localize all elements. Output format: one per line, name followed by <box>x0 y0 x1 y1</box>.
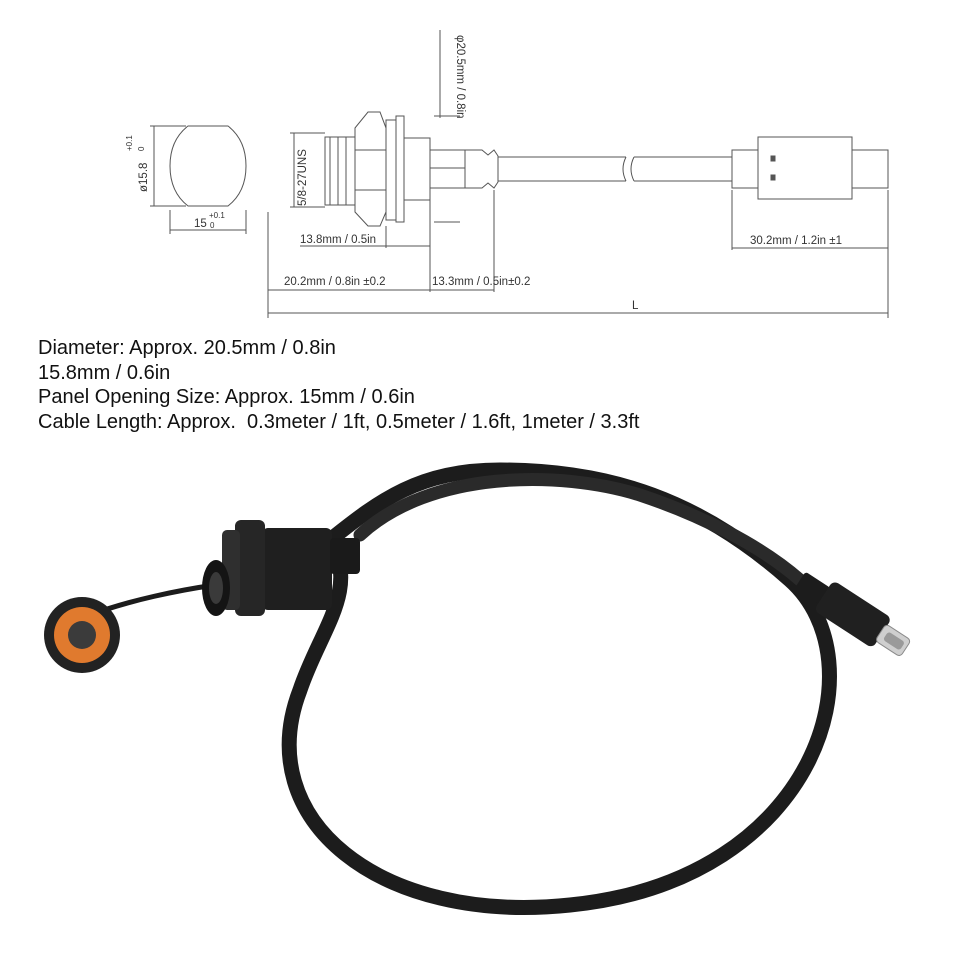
boot-length-label: 13.3mm / 0.5in±0.2 <box>432 276 530 288</box>
spec-panel-opening: Panel Opening Size: Approx. 15mm / 0.6in <box>38 386 415 408</box>
cap-flat-label: 15 <box>194 218 207 230</box>
plug-length-label: 30.2mm / 1.2in ±1 <box>750 235 842 247</box>
flange-diameter-label: φ20.5mm / 0.8in <box>454 35 466 119</box>
spec-cable-length: Cable Length: Approx. 0.3meter / 1ft, 0.… <box>38 410 640 433</box>
panel-connector-body <box>202 520 360 616</box>
cap-flat-tol-upper: +0.1 <box>209 211 225 220</box>
connector-side-view <box>267 30 889 318</box>
front-depth-label: 13.8mm / 0.5in <box>300 234 376 246</box>
cable <box>281 462 837 915</box>
thread-label: 5/8-27UNS <box>297 149 309 206</box>
cap-diameter-tol-lower: 0 <box>137 146 146 151</box>
spec-list: Diameter: Approx. 20.5mm / 0.8in 15.8mm … <box>38 336 639 434</box>
spec-diameter-secondary: 15.8mm / 0.6in <box>38 361 171 384</box>
cap-diameter-tol-upper: +0.1 <box>125 135 134 151</box>
usb-c-plug <box>795 572 911 656</box>
spec-diameter: Diameter: Approx. 20.5mm / 0.8in <box>38 337 336 359</box>
cap-diameter-label: ø15.8 <box>138 163 150 192</box>
dust-cap <box>44 597 120 673</box>
body-length-label: 20.2mm / 0.8in ±0.2 <box>284 276 386 288</box>
total-length-label: L <box>632 300 639 312</box>
cap-front-view <box>150 125 247 234</box>
cap-flat-tol-lower: 0 <box>210 221 215 230</box>
product-illustration <box>44 462 911 915</box>
